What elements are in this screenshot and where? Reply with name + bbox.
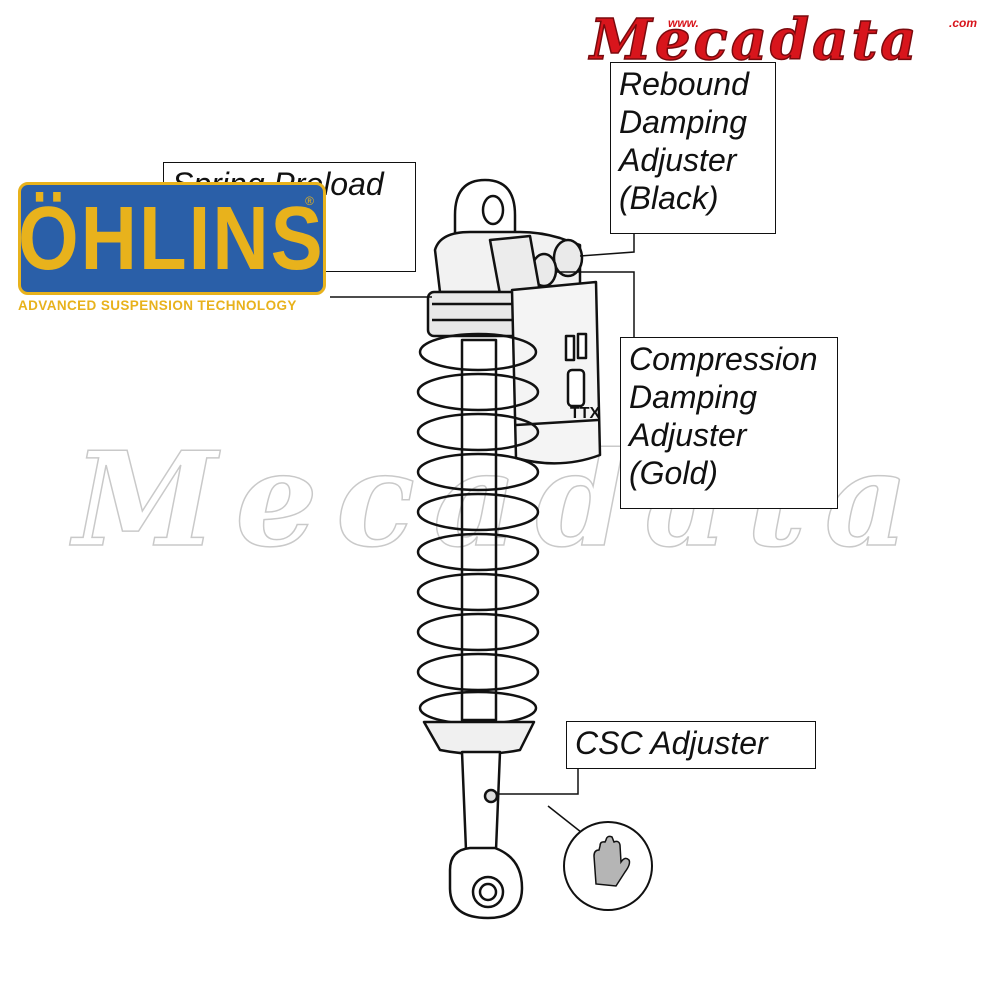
label-line: (Gold) [629, 455, 718, 491]
hand-adjust-icon [593, 835, 631, 887]
label-rebound-damping-adjuster: Rebound Damping Adjuster (Black) [610, 62, 776, 234]
ohlins-logo-plate [18, 182, 326, 295]
label-csc-adjuster: CSC Adjuster [566, 721, 816, 769]
registered-mark: ® [305, 194, 314, 208]
label-line: Adjuster [619, 142, 737, 178]
label-line: (Black) [619, 180, 719, 216]
mecadata-com: .com [948, 16, 977, 30]
label-compression-damping-adjuster: Compression Damping Adjuster (Gold) [620, 337, 838, 509]
preload-collar [426, 290, 520, 338]
label-line: CSC Adjuster [575, 725, 768, 761]
ohlins-wordmark: ÖHLINS [18, 187, 325, 289]
leader-csc [498, 768, 579, 795]
ohlins-tagline: ADVANCED SUSPENSION TECHNOLOGY [18, 298, 297, 313]
leader-compression [556, 271, 635, 338]
reservoir [510, 280, 602, 465]
mecadata-logo: Mecadata www. .com [589, 7, 995, 73]
label-line: Compression [629, 341, 818, 377]
rebound-adjuster-knob [552, 238, 584, 278]
mecadata-www: www. [668, 16, 699, 30]
spring [416, 332, 540, 726]
mecadata-wordmark: Mecadata [589, 7, 920, 73]
shock-shaft [460, 338, 498, 722]
label-line: Adjuster [629, 417, 747, 453]
top-eye-hole [481, 194, 505, 226]
csc-adjuster-screw [483, 788, 499, 804]
lower-spring-seat [422, 720, 536, 756]
reservoir-model-mark: TTX [570, 405, 601, 422]
ohlins-logo: ÖHLINS ® ADVANCED SUSPENSION TECHNOLOGY [18, 182, 328, 317]
label-line: Rebound [619, 66, 749, 102]
callout-pointer [547, 805, 587, 837]
label-line: Damping [619, 104, 748, 140]
leader-rebound [579, 232, 635, 257]
label-line: Damping [629, 379, 758, 415]
